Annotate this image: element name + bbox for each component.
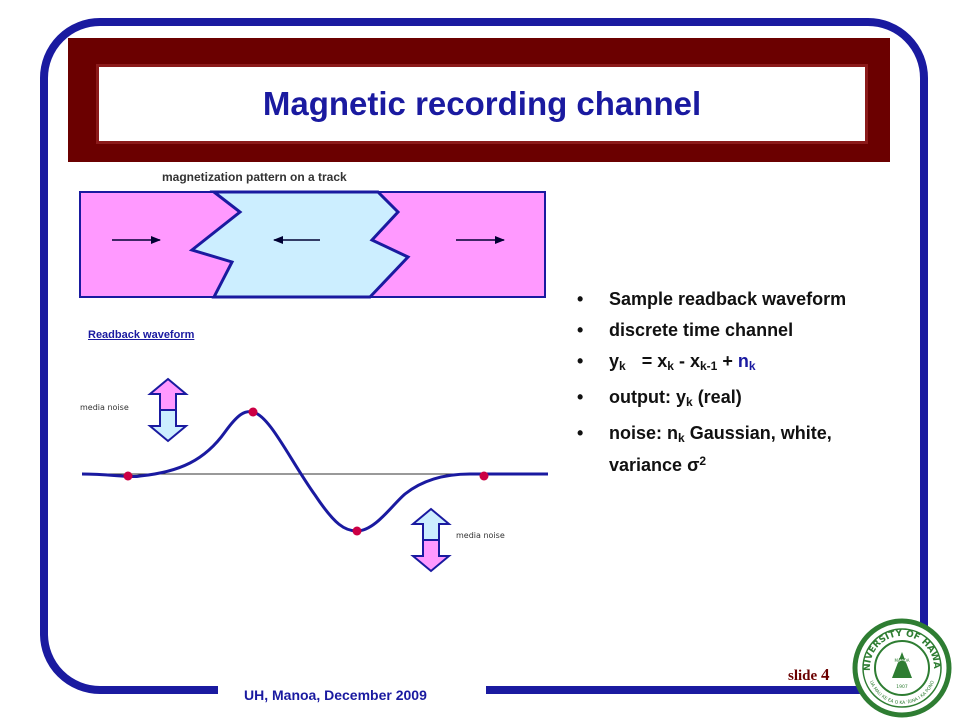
seal-icon: UNIVERSITY OF HAWAI'I UA MAU KE EA O KA … [848,611,952,718]
slide-number: slide 4 [788,665,830,684]
readback-waveform-label: Readback waveform [88,329,195,341]
media-noise-label-top: media noise [80,403,129,412]
waveform-curve [81,410,548,533]
sample-point [123,471,133,481]
magnetization-track [79,190,546,299]
svg-text:1907: 1907 [896,684,908,690]
track-reversed-region [188,190,411,299]
media-noise-arrow-bottom [410,507,452,573]
title-box: Magnetic recording channel [96,64,868,144]
svg-text:MĀNOA: MĀNOA [895,658,910,663]
bullet-item-output: output: yk (real) [575,386,895,414]
sample-point [479,471,489,481]
media-noise-label-bottom: media noise [456,531,505,540]
bullet-item: discrete time channel [575,319,895,342]
bullet-item-formula: yk= xk - xk-1 + nk [575,350,895,378]
university-seal: UNIVERSITY OF HAWAI'I UA MAU KE EA O KA … [848,611,952,718]
bullet-item-noise: noise: nk Gaussian, white, variance σ2 [575,422,895,477]
sample-point [248,407,258,417]
footer-background [218,680,486,708]
bullet-list: Sample readback waveform discrete time c… [575,288,895,485]
media-noise-arrow-top [147,377,189,443]
track-label: magnetization pattern on a track [162,170,347,184]
readback-waveform [81,407,548,536]
sample-point [352,526,362,536]
bullet-item: Sample readback waveform [575,288,895,311]
footer-text: UH, Manoa, December 2009 [244,687,427,703]
page-title: Magnetic recording channel [262,85,702,122]
